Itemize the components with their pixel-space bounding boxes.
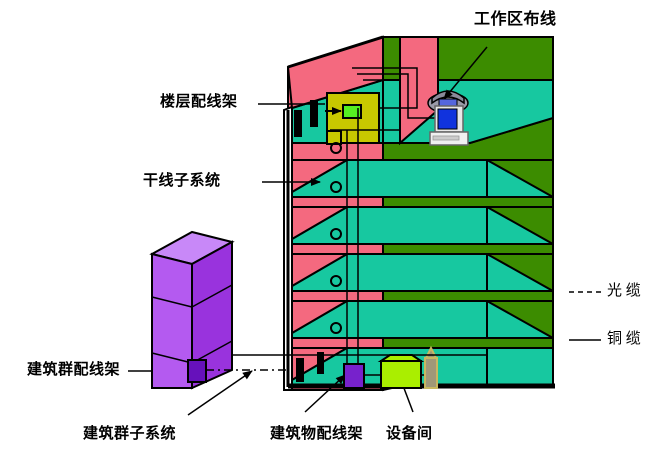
left-wall-wedge-4 [291, 206, 351, 241]
leader-work-area [443, 46, 488, 100]
patch-panel-port[interactable] [342, 104, 362, 119]
campus-tier-divider-2 [151, 352, 193, 364]
left-wall-wedge-2 [291, 300, 351, 335]
riser-pillar-left [294, 110, 302, 137]
riser-marker [330, 322, 342, 334]
ground-overhang [486, 347, 554, 386]
floor-distribution-closet [294, 92, 380, 145]
campus-distribution-frame-box[interactable] [187, 359, 207, 383]
equipment-room-label: 设备间 [386, 426, 433, 442]
campus-subsystem-cable [206, 354, 292, 371]
monitor-screen [437, 108, 458, 130]
campus-building-front-face [151, 252, 193, 389]
ground-floor-equipment [292, 345, 487, 389]
equipment-cabinet-body[interactable] [380, 360, 422, 389]
campus-subsystem-label: 建筑群子系统 [83, 426, 177, 442]
left-wall-wedge-5 [291, 159, 351, 194]
legend-lines [569, 291, 601, 341]
riser-penetration-markers [330, 142, 342, 334]
campus-tier-divider-1 [151, 296, 193, 308]
work-area-cabling-label: 工作区布线 [474, 11, 557, 28]
campus-tier-divider-1-side [191, 284, 233, 308]
riser-marker [330, 181, 342, 193]
floor-distribution-frame-label: 楼层配线架 [160, 94, 238, 110]
building-distribution-frame-box[interactable] [343, 363, 365, 389]
computer-base-slot [432, 135, 460, 141]
riser-marker [330, 142, 342, 154]
legend-optical-cable-label: 光 缆 [607, 283, 641, 299]
left-wall-wedge-3 [291, 253, 351, 288]
vertical-riser-cables [346, 108, 359, 380]
riser-marker [330, 275, 342, 287]
campus-building [149, 230, 235, 390]
building-top-left-diagonal [287, 35, 384, 69]
leader-campus-subsystem [187, 370, 253, 416]
computer-workstation[interactable] [429, 105, 469, 146]
ground-riser-pillar-2 [317, 352, 324, 374]
legend-copper-cable-label: 铜 缆 [607, 331, 641, 347]
cable-run-c [330, 79, 401, 131]
riser-pillar-right [310, 100, 318, 127]
leader-building-frame [304, 374, 346, 413]
riser-marker [330, 228, 342, 240]
campus-distribution-frame-label: 建筑群配线架 [27, 362, 121, 378]
equipment-rack-post[interactable] [424, 357, 438, 389]
cable-run-a [352, 67, 418, 109]
ground-riser-pillar [296, 358, 304, 382]
backbone-subsystem-label: 干线子系统 [143, 173, 221, 189]
building-distribution-frame-label: 建筑物配线架 [270, 426, 364, 442]
cable-run-b [357, 73, 430, 119]
